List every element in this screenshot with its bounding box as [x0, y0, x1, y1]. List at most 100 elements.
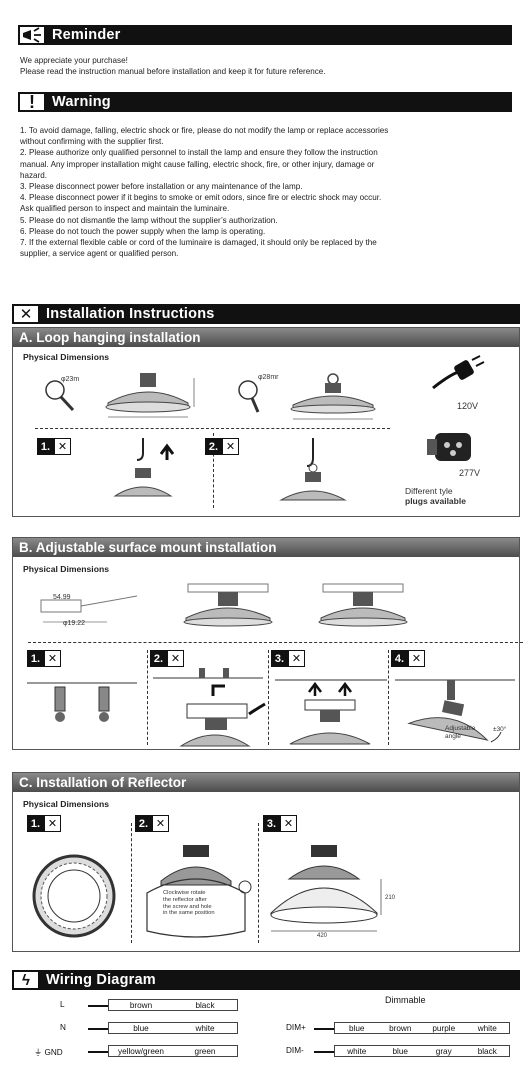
divider: [213, 433, 214, 508]
plugs-note-line: plugs available: [405, 496, 466, 506]
wiring-title: Wiring Diagram: [46, 972, 156, 988]
step-number: 3.: [271, 650, 288, 667]
step1-hanging-diagram: [113, 438, 175, 497]
warning-line: 1. To avoid damage, falling, electric sh…: [20, 126, 389, 135]
tools-icon: ✕: [280, 815, 297, 832]
physical-dimensions-label: Physical Dimensions: [23, 352, 109, 362]
warning-line: 3. Please disconnect power before instal…: [20, 182, 303, 192]
divider: [131, 823, 132, 943]
highbay-lamp-diagram: [318, 583, 408, 627]
section-reflector: C. Installation of Reflector Physical Di…: [12, 772, 520, 952]
rotate-note-line: in the same position: [163, 910, 215, 917]
plug-120v-icon: [432, 355, 485, 390]
tools-icon: ✕: [44, 815, 61, 832]
step-number: 1.: [27, 650, 44, 667]
section-surface-mount: B. Adjustable surface mount installation…: [12, 537, 523, 750]
wire-color: blue: [133, 1023, 149, 1033]
step-4: 4. ✕: [391, 650, 425, 667]
rotate-note-line: the screw and hole: [163, 903, 212, 910]
eyebolt-dim: φ23m: [61, 376, 80, 383]
wire-label: N: [60, 1023, 66, 1032]
tools-icon: ✕: [54, 438, 71, 455]
warning-line: 5. Please do not dismantle the lamp with…: [20, 215, 278, 225]
section-b-title: B. Adjustable surface mount installation: [13, 538, 519, 557]
warning-line: supplier, a service agent or qualified p…: [20, 249, 179, 259]
divider: [268, 650, 269, 745]
step-number: 2.: [205, 438, 222, 455]
eyebolt-diagram: [238, 380, 260, 413]
voltage-120v: 120V: [457, 401, 479, 411]
reminder-line: Please read the instruction manual befor…: [20, 67, 326, 77]
warning-line: 6. Please do not touch the power supply …: [20, 226, 266, 236]
step-1: 1. ✕: [27, 650, 61, 667]
divider: [258, 823, 259, 943]
wire-label: L: [60, 1000, 65, 1009]
highbay-lamp-diagram: [183, 583, 273, 627]
lightning-icon: ϟ: [12, 970, 40, 990]
step-2: 2. ✕: [205, 438, 239, 455]
bracket-dim: 54.99: [53, 594, 71, 601]
reminder-text: We appreciate your purchase! Please read…: [20, 55, 514, 77]
wire-label: ⏚ GND: [34, 1048, 63, 1057]
wire-color: white: [347, 1046, 367, 1056]
wire-label: DIM-: [286, 1046, 304, 1055]
wire-color: blue: [349, 1023, 365, 1033]
wire-colors: blue white: [108, 1022, 238, 1034]
warning-title: Warning: [52, 94, 111, 110]
angle-label-line: Adjustable: [445, 725, 476, 732]
reflector-ring-diagram: [32, 854, 116, 938]
wire-lead: [88, 1028, 108, 1030]
exclamation-icon: !: [18, 92, 46, 112]
step-number: 2.: [135, 815, 152, 832]
physical-dimensions-label: Physical Dimensions: [23, 799, 109, 809]
step2-hanging-diagram: [279, 438, 347, 501]
plugs-note-line: Different tyle: [405, 486, 453, 496]
eyebolt-diagram: [45, 380, 75, 412]
step-3: 3. ✕: [271, 650, 305, 667]
rotate-note-line: Clockwise rotate: [163, 890, 206, 896]
wiring-row-dim-minus: DIM- white blue gray black: [280, 1045, 520, 1059]
highbay-lamp-diagram: [105, 373, 195, 418]
section-c-title: C. Installation of Reflector: [13, 773, 519, 792]
step-number: 1.: [37, 438, 54, 455]
warning-line: 4. Please disconnect power if it begins …: [20, 193, 382, 203]
warning-text: 1. To avoid damage, falling, electric sh…: [20, 125, 514, 259]
rotate-note-line: the reflector after: [163, 896, 207, 903]
section-loop-hanging: A. Loop hanging installation Physical Di…: [12, 327, 520, 517]
section-a-title: A. Loop hanging installation: [13, 328, 519, 347]
wire-color: yellow/green: [118, 1046, 164, 1056]
wire-colors: yellow/green green: [108, 1045, 238, 1057]
step-number: 3.: [263, 815, 280, 832]
step1-anchor-diagram: [27, 682, 137, 722]
tools-icon: ✕: [167, 650, 184, 667]
reflector-height: 210: [385, 895, 396, 901]
wire-color: white: [477, 1023, 497, 1033]
wire-label: DIM+: [286, 1023, 306, 1032]
angle-label-line: angle: [445, 732, 461, 740]
wire-colors: brown black: [108, 999, 238, 1011]
warning-header: ! Warning: [18, 92, 512, 112]
plugs-note: Different tyle plugs available: [405, 486, 466, 506]
step2-bracket-diagram: [153, 668, 266, 747]
bracket-dimension-diagram: [40, 595, 138, 623]
divider: [147, 650, 148, 745]
plug-277v-icon: [427, 433, 471, 461]
rotate-note: Clockwise rotate the reflector after the…: [163, 890, 215, 917]
wire-lead: [88, 1005, 108, 1007]
wiring-row-l: L brown black: [0, 999, 260, 1013]
tools-icon: ✕: [222, 438, 239, 455]
wiring-row-dim-plus: DIM+ blue brown purple white: [280, 1022, 520, 1036]
wiring-row-gnd: ⏚ GND yellow/green green: [0, 1045, 260, 1059]
step-2: 2. ✕: [150, 650, 184, 667]
wire-colors: white blue gray black: [334, 1045, 510, 1057]
step3-mount-diagram: [275, 679, 387, 745]
tools-icon: ✕: [152, 815, 169, 832]
reminder-line: We appreciate your purchase!: [20, 56, 128, 65]
warning-line: hazard.: [20, 170, 47, 180]
adjustable-angle-label: Adjustable angle: [445, 725, 475, 740]
reflector-mounted-diagram: [270, 845, 382, 932]
wire-color: gray: [435, 1046, 452, 1056]
warning-line: manual. Any improper installation might …: [20, 159, 375, 169]
tools-icon: ✕: [44, 650, 61, 667]
physical-dimensions-label: Physical Dimensions: [23, 564, 109, 574]
